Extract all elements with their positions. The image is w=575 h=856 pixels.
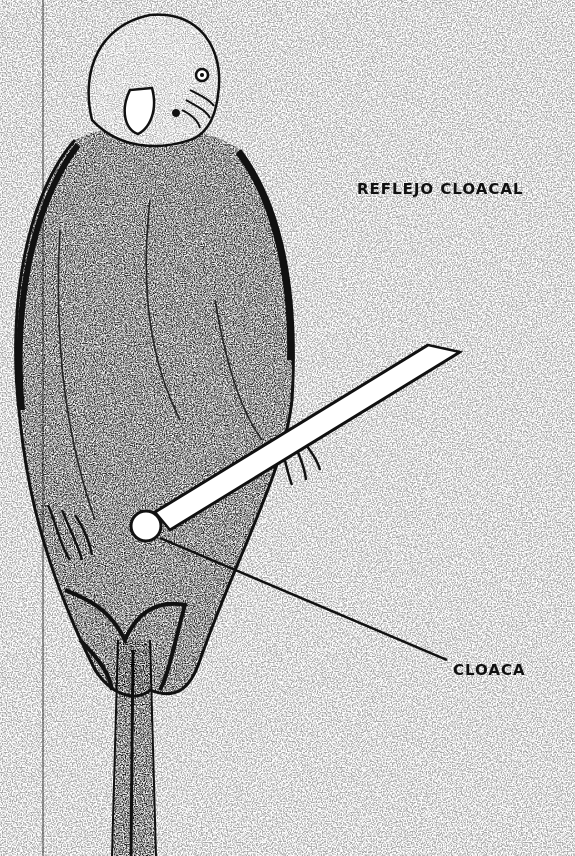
cloaca-marker [131,511,161,541]
diagram-title: REFLEJO CLOACAL [357,180,524,198]
cloaca-label: CLOACA [453,661,526,679]
